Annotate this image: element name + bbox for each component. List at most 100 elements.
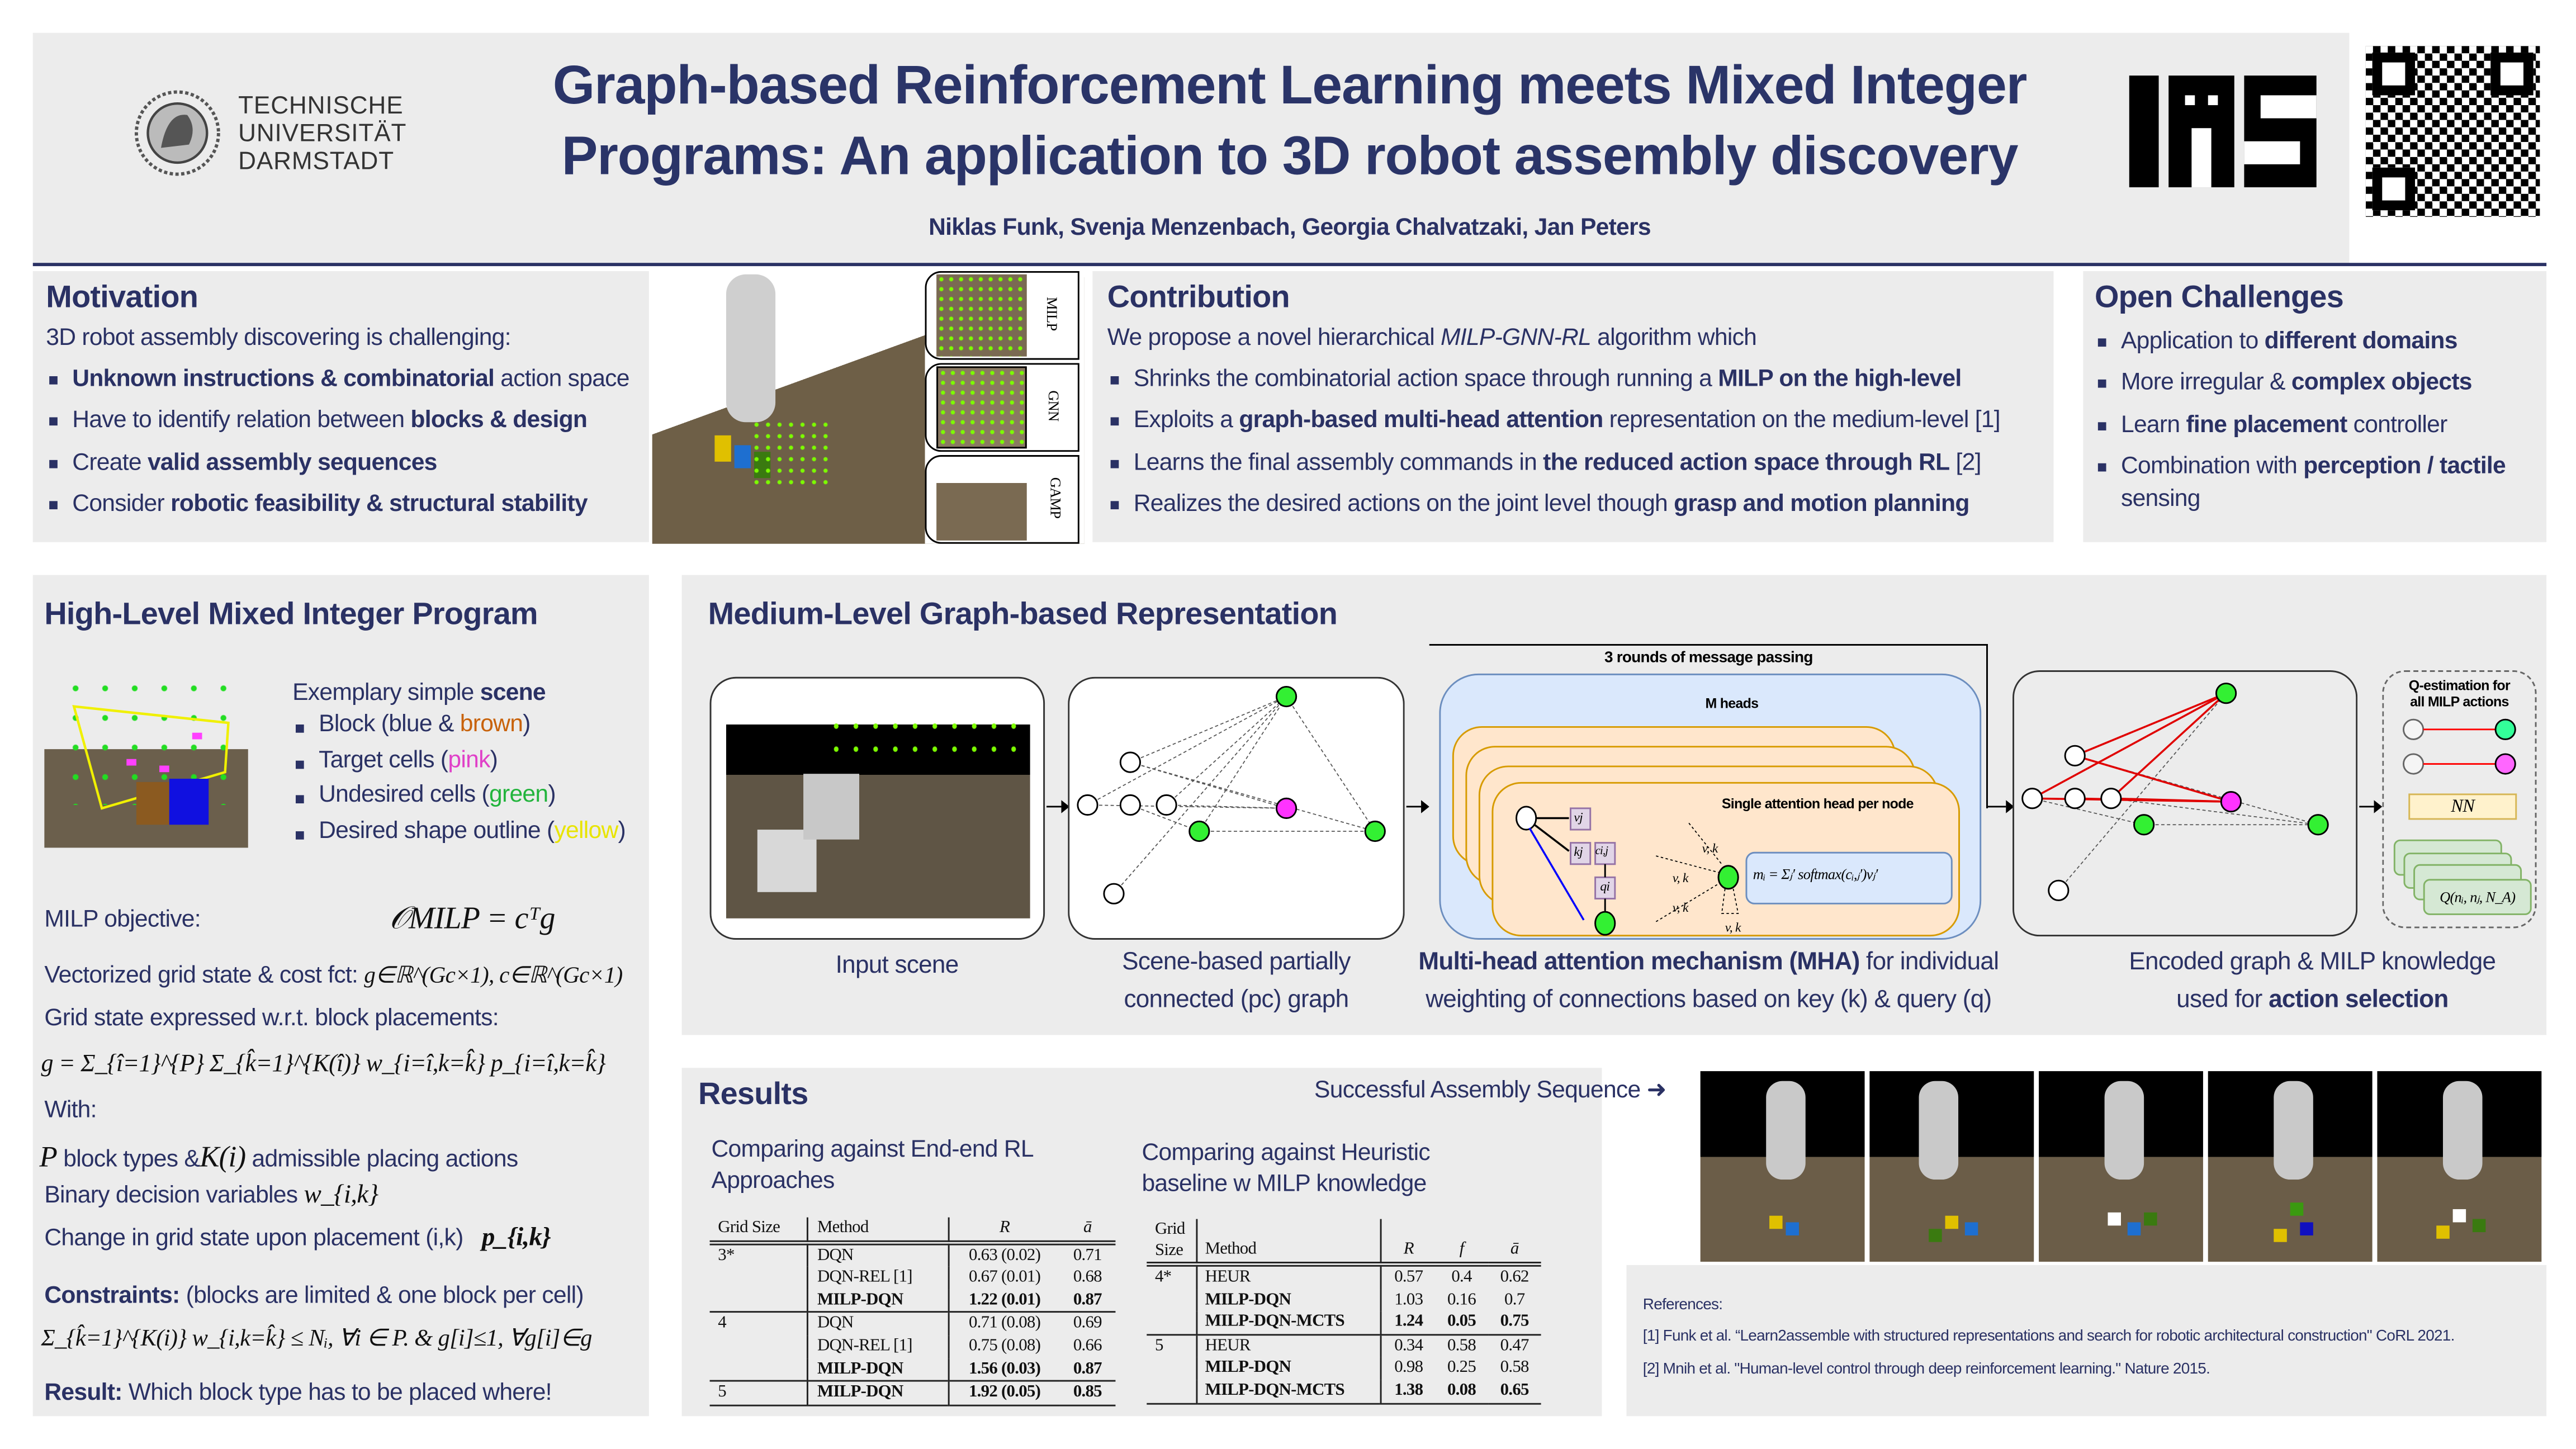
m-heads-label: M heads [1705,695,1759,712]
open-challenges-title: Open Challenges [2094,281,2344,316]
contribution-intro: We propose a novel hierarchical MILP-GNN… [1107,325,1757,352]
list-item: Combination with perception / tactile se… [2095,447,2535,515]
table-cell: MILP-DQN [808,1358,950,1381]
list-item: Application to different domains [2095,322,2535,363]
brown-block [136,782,176,825]
sequence-frame-3 [2039,1071,2203,1262]
arrow-icon [2359,800,2383,813]
compat-node-label: ci,j [1595,844,1608,858]
milp-title: High-Level Mixed Integer Program [44,598,538,633]
motivation-intro: 3D robot assembly discovering is challen… [46,325,511,352]
medium-level-title: Medium-Level Graph-based Representation [708,598,1338,633]
table-cell: 0.63 (0.02) [968,1246,1041,1265]
table-cell [1147,1289,1197,1311]
grid-label: Grid state expressed w.r.t. block placem… [44,1005,499,1032]
table-cell: 0.58 [1447,1337,1476,1355]
blue-block [169,778,209,825]
arrow-icon [1406,800,1429,813]
list-item: Learns the final assembly commands in th… [1107,443,2039,484]
table-cell: 1.38 [1394,1381,1423,1400]
key-node-label: kj [1574,844,1583,859]
qr-code[interactable] [2365,46,2540,217]
table-cell: 0.47 [1500,1337,1530,1355]
list-item: Block (blue & brown) [292,708,626,744]
list-item: Target cells (pink) [292,744,626,779]
table-cell: 0.69 [1073,1315,1102,1333]
table-cell [709,1336,809,1358]
contribution-title: Contribution [1107,281,1290,316]
block [714,435,731,462]
table-cell [709,1267,809,1290]
robot-arm [726,274,776,423]
mha-caption: Multi-head attention mechanism (MHA) for… [1418,948,1999,1014]
result-label: Result: [44,1380,122,1407]
vk-label: v, k [1672,870,1689,886]
table-cell: 0.66 [1073,1337,1102,1356]
sequence-frame-2 [1869,1071,2034,1262]
table-cell [1147,1357,1197,1380]
header-divider [32,263,2547,267]
objective-equation: 𝒪MILP = cᵀg [389,902,555,937]
medium-level-panel: Medium-Level Graph-based Representation … [681,575,2547,1035]
motivation-list: Unknown instructions & combinatorial act… [46,360,636,526]
poster-title: Graph-based Reinforcement Learning meets… [552,54,2028,186]
table-cell: 3* [709,1242,809,1267]
table-cell: 0.87 [1073,1291,1102,1309]
list-item: Undesired cells (green) [292,779,626,814]
table-cell: 0.71 [1073,1246,1102,1265]
list-item: Learn fine placement controller [2095,405,2535,447]
table-cell: HEUR [1196,1334,1382,1358]
table-cell: 0.57 [1394,1268,1423,1287]
table-cell: MILP-DQN [808,1289,950,1313]
arrow-icon [1987,800,2014,813]
table-cell: MILP-DQN [1196,1357,1382,1380]
table-cell: MILP-DQN-MCTS [1196,1311,1382,1335]
results-title: Results [698,1077,808,1112]
table-cell: MILP-DQN [808,1381,950,1405]
table-cell: 1.03 [1394,1290,1423,1309]
mha-diagram: 3 rounds of message passing M heads Sing… [1429,644,1988,943]
table-cell: 4 [709,1312,809,1336]
objective-label: MILP objective: [44,907,201,934]
table-cell: 0.75 (0.08) [968,1337,1041,1356]
qr-marker [2372,167,2416,211]
sequence-frame-4 [2208,1071,2373,1262]
table-cell: 0.85 [1073,1383,1102,1402]
table-cell: 0.05 [1447,1313,1476,1331]
vk-label: v, k [1702,841,1718,856]
q-function-box: Q(nᵢ, nⱼ, N_A) [2423,879,2532,915]
table-cell: 0.4 [1451,1268,1472,1287]
query-node-label: qi [1600,879,1610,894]
encoded-graph [2012,670,2358,937]
table-row: DQN-REL [1]0.67 (0.01)0.68 [709,1267,1116,1290]
arrow-icon [1046,800,1070,813]
list-item: Unknown instructions & combinatorial act… [46,360,636,401]
table-cell: 0.65 [1500,1381,1530,1400]
table-cell: 0.58 [1500,1359,1530,1377]
with-label: With: [44,1097,97,1124]
list-item: Create valid assembly sequences [46,443,636,484]
milp-label: MILP [1043,297,1060,331]
list-item: Consider robotic feasibility & structura… [46,485,636,526]
contribution-panel: Contribution We propose a novel hierarch… [1092,271,2054,542]
list-item: Have to identify relation between blocks… [46,401,636,443]
table-cell: 0.67 (0.01) [968,1268,1041,1287]
motivation-title: Motivation [46,281,198,316]
arrow-right-icon: ➜ [1646,1077,1667,1104]
table-cell [1147,1380,1197,1403]
scene-description: Exemplary simple scene Block (blue & bro… [292,674,626,849]
input-scene-panel [709,676,1045,940]
references-panel: References: [1] Funk et al. “Learn2assem… [1626,1265,2547,1417]
table-cell: HEUR [1196,1264,1382,1289]
table-cell: DQN-REL [1] [808,1267,950,1290]
open-challenges-panel: Open Challenges Application to different… [2083,271,2547,542]
